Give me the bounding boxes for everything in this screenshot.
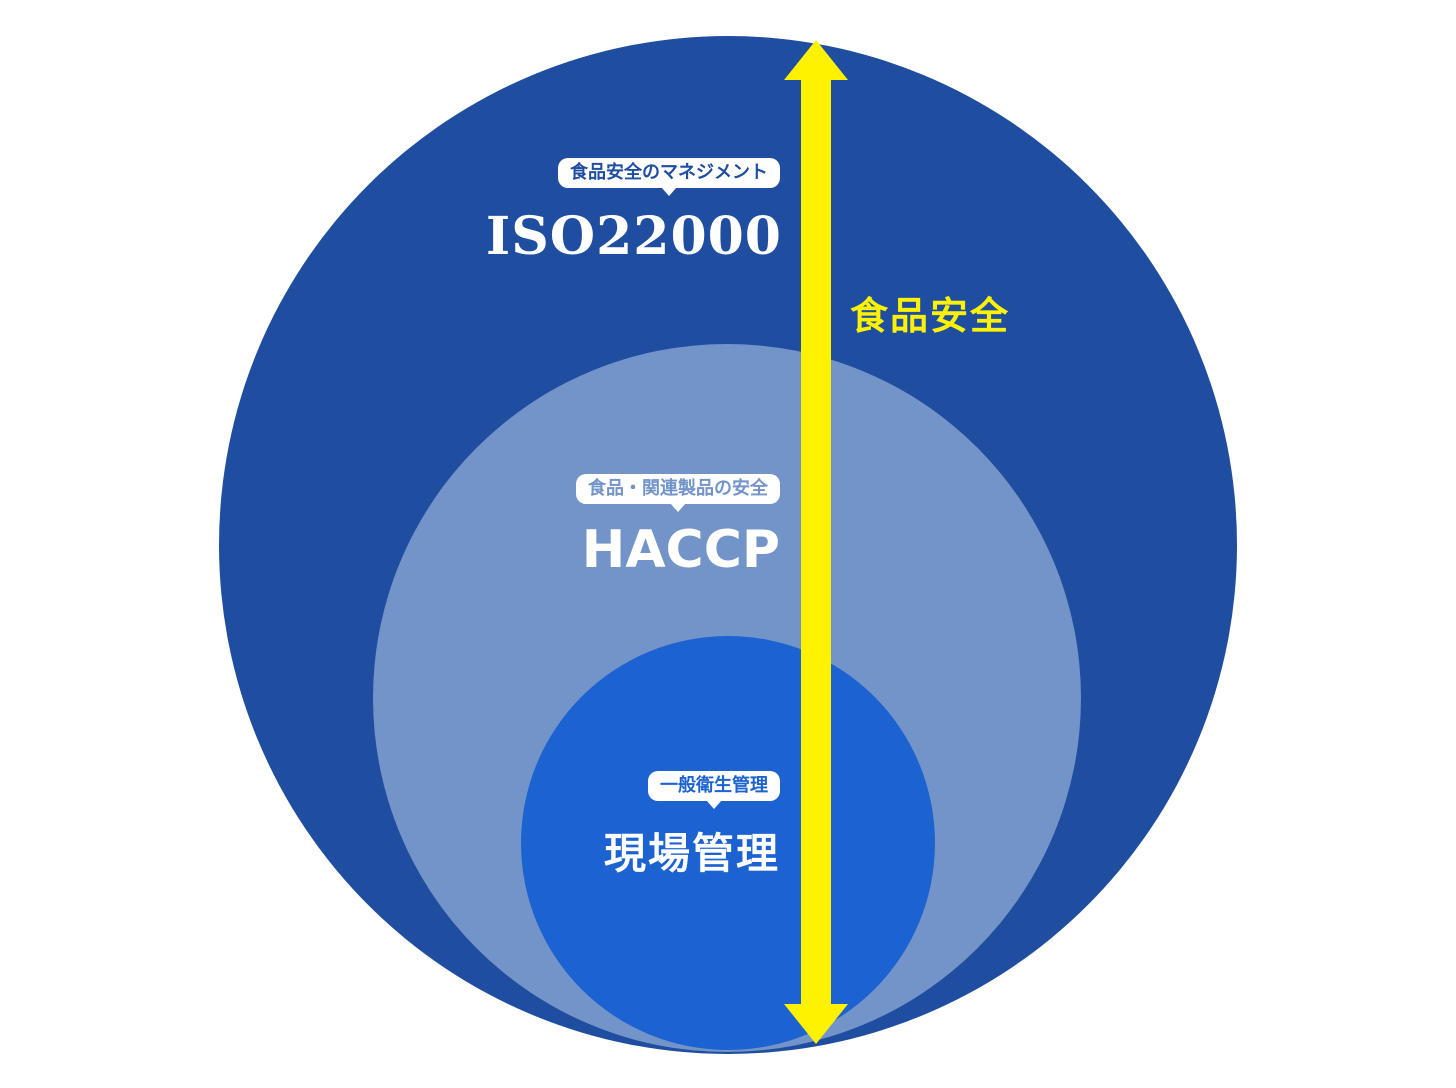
haccp-caption-bubble: 食品・関連製品の安全 <box>576 474 780 512</box>
food-safety-arrow-label: 食品安全 <box>850 294 1011 338</box>
haccp-title: HACCP <box>581 520 780 580</box>
general-hygiene-caption-bubble: 一般衛生管理 <box>648 771 780 809</box>
arrow-head-top <box>784 40 848 80</box>
general-hygiene-circle <box>521 636 935 1050</box>
general-hygiene-title: 現場管理 <box>603 829 780 878</box>
arrow-head-bottom <box>784 1004 848 1044</box>
arrow-shaft <box>801 74 831 1018</box>
iso22000-title: ISO22000 <box>485 206 782 267</box>
iso22000-caption-bubble: 食品安全のマネジメント <box>558 158 780 196</box>
